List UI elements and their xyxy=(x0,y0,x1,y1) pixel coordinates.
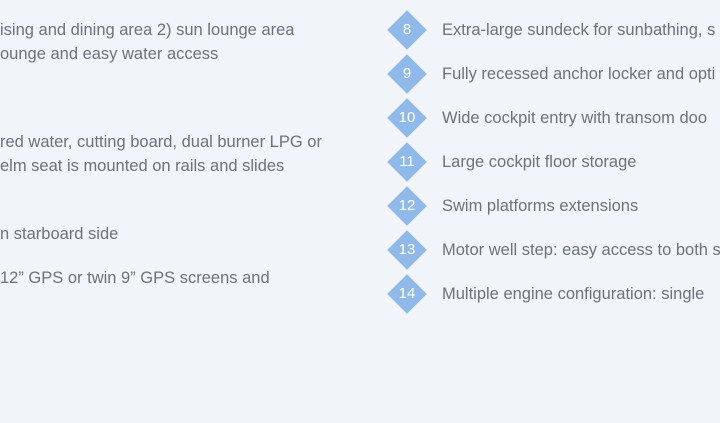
feature-text-line: red water, cutting board, dual burner LP… xyxy=(0,133,322,151)
feature-text-line: n starboard side xyxy=(0,225,119,243)
feature-item: 10 Wide cockpit entry with transom doo xyxy=(385,96,720,140)
badge-number: 14 xyxy=(398,285,416,302)
feature-text: Large cockpit floor storage xyxy=(442,153,637,171)
number-badge: 9 xyxy=(387,54,427,94)
right-feature-list: 8 Extra-large sundeck for sunbathing, s … xyxy=(385,0,720,423)
feature-item: 14 Multiple engine configuration: single xyxy=(385,272,720,316)
feature-text-line: ising and dining area 2) sun lounge area xyxy=(0,21,295,39)
feature-text-line: ounge and easy water access xyxy=(0,45,219,63)
badge-number: 10 xyxy=(398,109,416,126)
feature-text-line: elm seat is mounted on rails and slides xyxy=(0,157,285,175)
number-badge: 11 xyxy=(387,142,427,182)
feature-item: 8 Extra-large sundeck for sunbathing, s xyxy=(385,8,720,52)
feature-text: Extra-large sundeck for sunbathing, s xyxy=(442,21,716,39)
feature-text: Wide cockpit entry with transom doo xyxy=(442,109,708,127)
feature-text-line: 12” GPS or twin 9” GPS screens and xyxy=(0,269,270,287)
feature-item: 11 Large cockpit floor storage xyxy=(385,140,720,184)
badge-number: 13 xyxy=(398,241,416,258)
feature-item: 9 Fully recessed anchor locker and opti xyxy=(385,52,720,96)
number-badge: 8 xyxy=(387,10,427,50)
number-badge: 14 xyxy=(387,274,427,314)
feature-text: Multiple engine configuration: single xyxy=(442,285,705,303)
badge-number: 12 xyxy=(398,197,416,214)
number-badge: 10 xyxy=(387,98,427,138)
feature-text: Motor well step: easy access to both s xyxy=(442,241,720,259)
feature-item: 13 Motor well step: easy access to both … xyxy=(385,228,720,272)
badge-number: 11 xyxy=(399,153,415,170)
feature-text: Fully recessed anchor locker and opti xyxy=(442,65,716,83)
left-feature-column: ising and dining area 2) sun lounge area… xyxy=(0,21,322,287)
badge-number: 8 xyxy=(402,21,412,38)
badge-number: 9 xyxy=(402,65,412,82)
number-badge: 13 xyxy=(387,230,427,270)
feature-text: Swim platforms extensions xyxy=(442,197,639,215)
number-badge: 12 xyxy=(387,186,427,226)
feature-item: 12 Swim platforms extensions xyxy=(385,184,720,228)
